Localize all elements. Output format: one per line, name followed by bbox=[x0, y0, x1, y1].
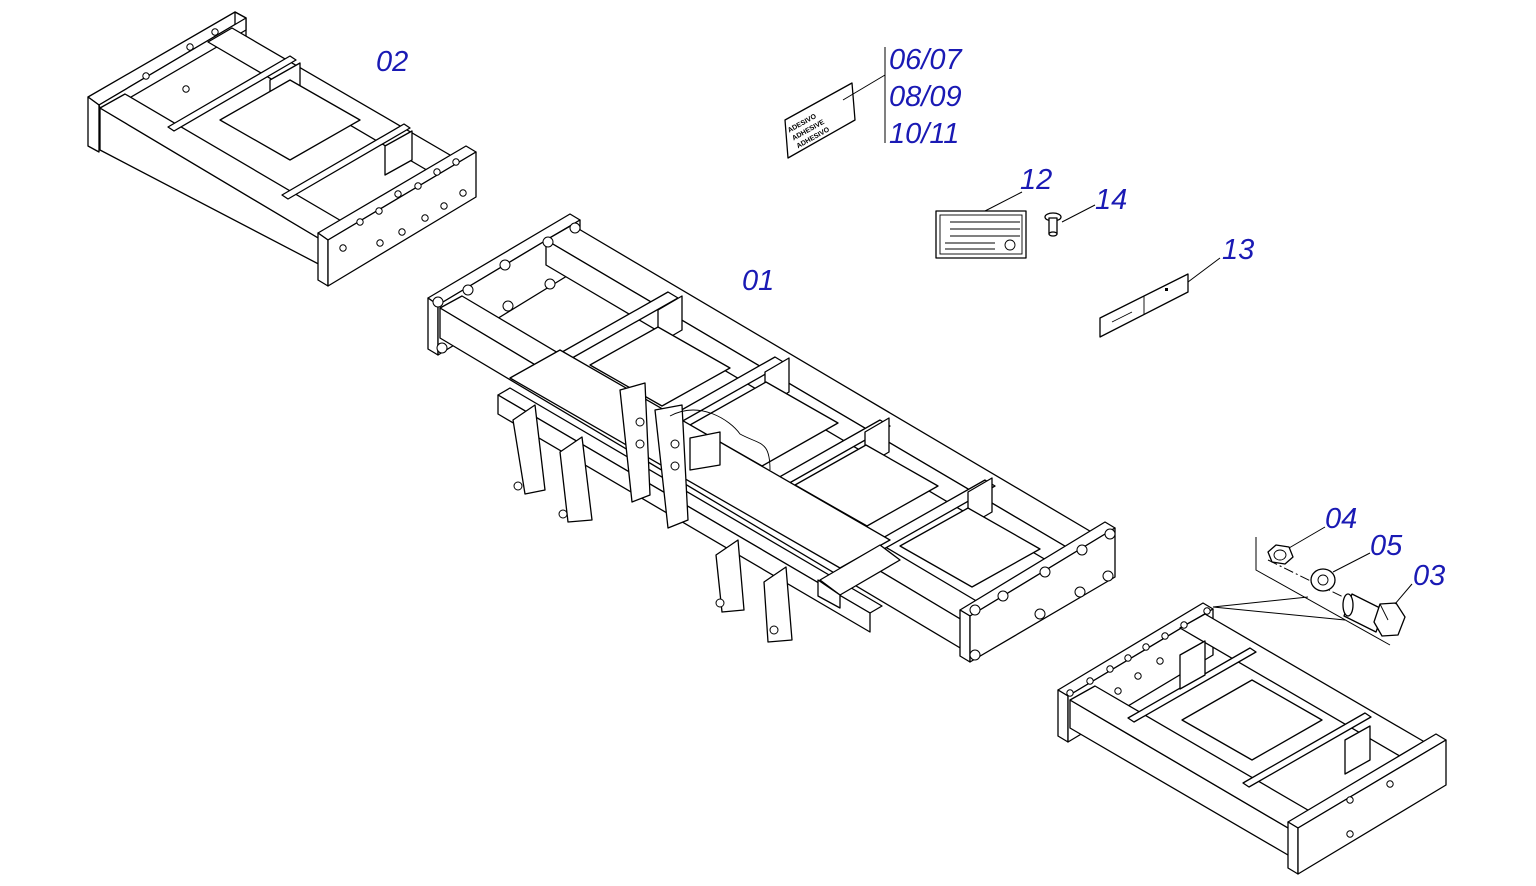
callout-12: 12 bbox=[1020, 164, 1053, 196]
nut-04 bbox=[1267, 526, 1326, 565]
callout-04: 04 bbox=[1325, 503, 1358, 535]
fastener-set bbox=[1212, 526, 1413, 646]
bolt-03 bbox=[1342, 583, 1413, 637]
callout-13: 13 bbox=[1222, 234, 1255, 266]
extension-frame-02 bbox=[87, 11, 477, 287]
rivet-14 bbox=[1044, 204, 1096, 237]
extension-frame-02-lower bbox=[1057, 602, 1447, 875]
callout-05: 05 bbox=[1370, 530, 1403, 562]
callout-06-07: 06/07 bbox=[889, 44, 962, 76]
adhesive-sticker: ADESIVO ADHESIVE ADHESIVO bbox=[784, 47, 886, 159]
reflector-sticker-13 bbox=[1099, 257, 1221, 338]
callout-03: 03 bbox=[1413, 560, 1446, 592]
callout-02: 02 bbox=[376, 46, 409, 78]
callout-01: 01 bbox=[742, 265, 775, 297]
washer-05 bbox=[1310, 552, 1371, 592]
callout-08-09: 08/09 bbox=[889, 81, 962, 113]
callout-14: 14 bbox=[1095, 184, 1128, 216]
callout-10-11: 10/11 bbox=[889, 118, 960, 150]
main-beam-01 bbox=[427, 213, 1116, 663]
identification-plate-12 bbox=[935, 191, 1027, 259]
